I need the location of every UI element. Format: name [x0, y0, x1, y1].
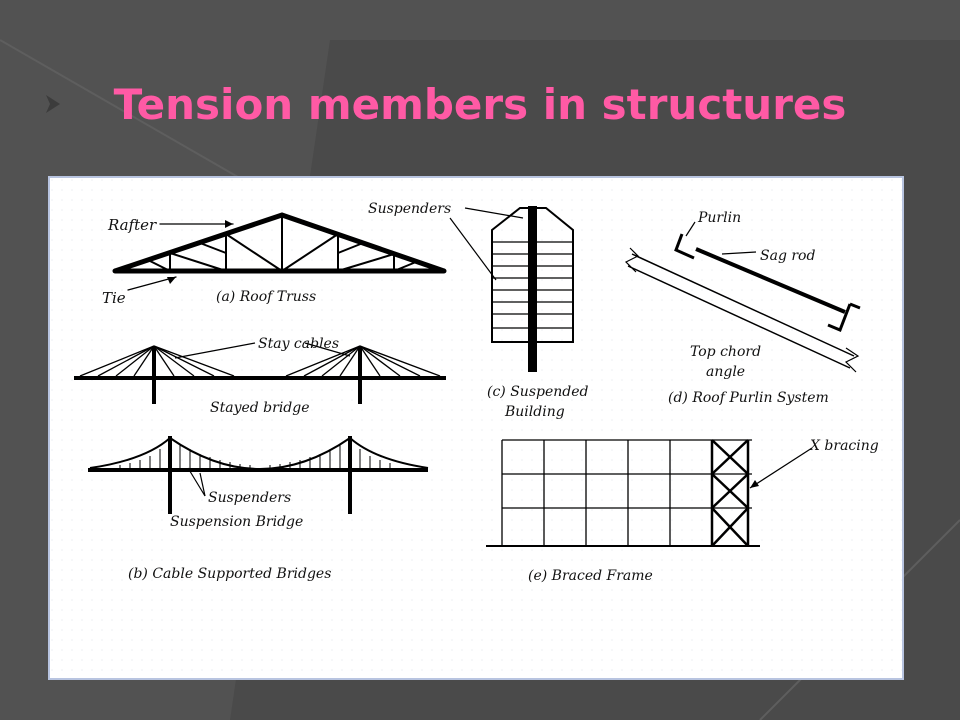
tension-members-diagram: Rafter Tie (a) Roof Truss	[50, 178, 902, 678]
braced-frame-diagram	[486, 439, 813, 547]
stay-cables-label: Stay cables	[258, 336, 339, 352]
top-chord-label-1: Top chord	[690, 344, 761, 360]
suspenders-building-label: Suspenders	[368, 201, 451, 217]
x-bracing-label: X bracing	[809, 438, 879, 454]
purlin-label: Purlin	[697, 210, 741, 226]
rafter-label: Rafter	[107, 216, 157, 234]
roof-purlin-caption: (d) Roof Purlin System	[668, 390, 829, 406]
cable-bridges-caption: (b) Cable Supported Bridges	[128, 566, 331, 582]
suspended-building-caption-2: Building	[504, 404, 565, 420]
stayed-bridge-diagram	[74, 342, 446, 404]
top-chord-label-2: angle	[706, 364, 745, 380]
roof-truss-caption: (a) Roof Truss	[216, 289, 316, 305]
roof-truss-diagram	[112, 212, 447, 291]
suspended-building-caption-1: (c) Suspended	[487, 384, 589, 400]
sag-rod-label: Sag rod	[760, 248, 815, 264]
suspenders-bridge-label: Suspenders	[208, 490, 291, 506]
suspended-building-diagram	[449, 206, 574, 372]
braced-frame-caption: (e) Braced Frame	[528, 568, 653, 584]
bullet-arrow-icon	[46, 95, 60, 113]
tie-label: Tie	[102, 289, 126, 307]
suspension-bridge-diagram	[88, 436, 429, 514]
slide-title: Tension members in structures	[113, 80, 847, 129]
suspension-bridge-caption: Suspension Bridge	[170, 514, 303, 530]
figure-panel: Rafter Tie (a) Roof Truss	[48, 176, 904, 680]
roof-purlin-diagram	[624, 221, 861, 373]
stayed-bridge-caption: Stayed bridge	[210, 400, 310, 416]
